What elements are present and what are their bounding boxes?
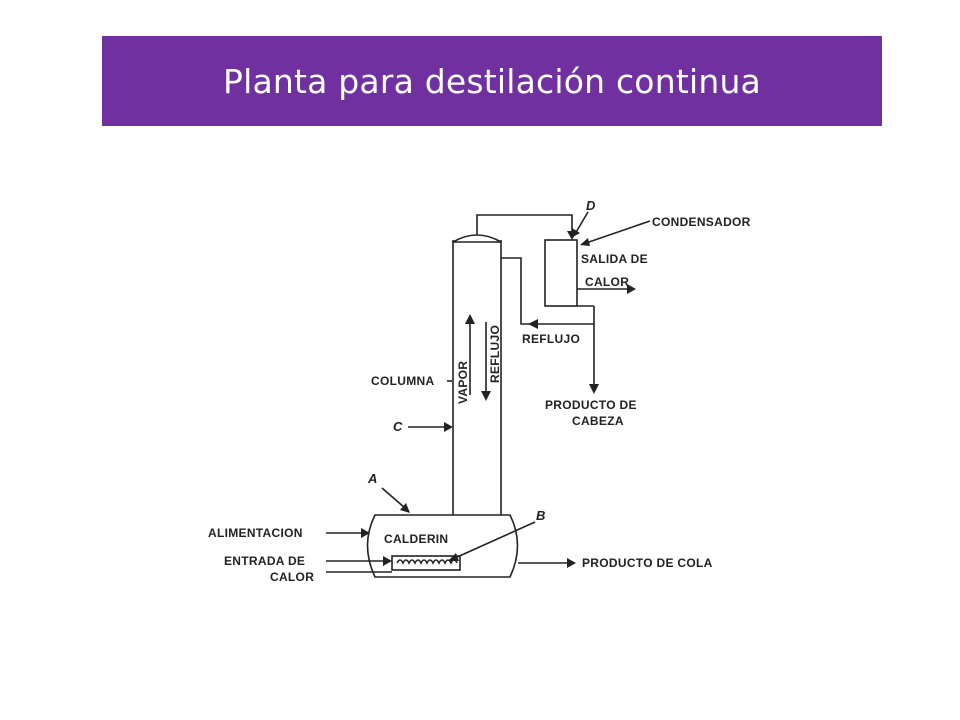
producto-cola-arrow (518, 558, 576, 568)
entrada-calor-lines (326, 556, 392, 573)
condenser (544, 239, 578, 307)
alimentacion-arrow (326, 528, 370, 538)
label-salida-de: SALIDA DE (581, 252, 648, 266)
label-b: B (536, 508, 545, 523)
b-arrow (448, 521, 536, 561)
a-arrow (381, 487, 410, 513)
salida-calor-arrow (577, 284, 636, 294)
label-producto-de: PRODUCTO DE (545, 398, 637, 412)
slide-title: Planta para destilación continua (223, 61, 761, 101)
d-pointer (571, 211, 589, 238)
reflujo-arrow (481, 322, 491, 401)
label-columna: COLUMNA (371, 374, 434, 388)
label-reflujo-side: REFLUJO (522, 332, 580, 346)
label-c: C (393, 419, 403, 434)
label-reflujo-inside: REFLUJO (488, 325, 502, 383)
label-calor-bottom: CALOR (270, 570, 314, 584)
reflux-line (501, 257, 595, 329)
label-d: D (586, 198, 596, 213)
label-calor-top: CALOR (585, 275, 629, 289)
label-calderin: CALDERIN (384, 532, 448, 546)
producto-cabeza-line (589, 324, 599, 394)
label-entrada-de: ENTRADA DE (224, 554, 305, 568)
c-arrow (408, 422, 453, 432)
label-cabeza: CABEZA (572, 414, 624, 428)
label-vapor: VAPOR (456, 361, 470, 404)
label-alimentacion: ALIMENTACION (208, 526, 303, 540)
label-condensador: CONDENSADOR (652, 215, 751, 229)
label-producto-de-cola: PRODUCTO DE COLA (582, 556, 713, 570)
vapor-line-to-condenser (476, 214, 577, 240)
title-bar: Planta para destilación continua (102, 36, 882, 126)
vapor-arrow (465, 314, 475, 395)
label-a: A (367, 471, 377, 486)
reboiler (366, 514, 519, 578)
condensador-arrow (580, 220, 651, 246)
